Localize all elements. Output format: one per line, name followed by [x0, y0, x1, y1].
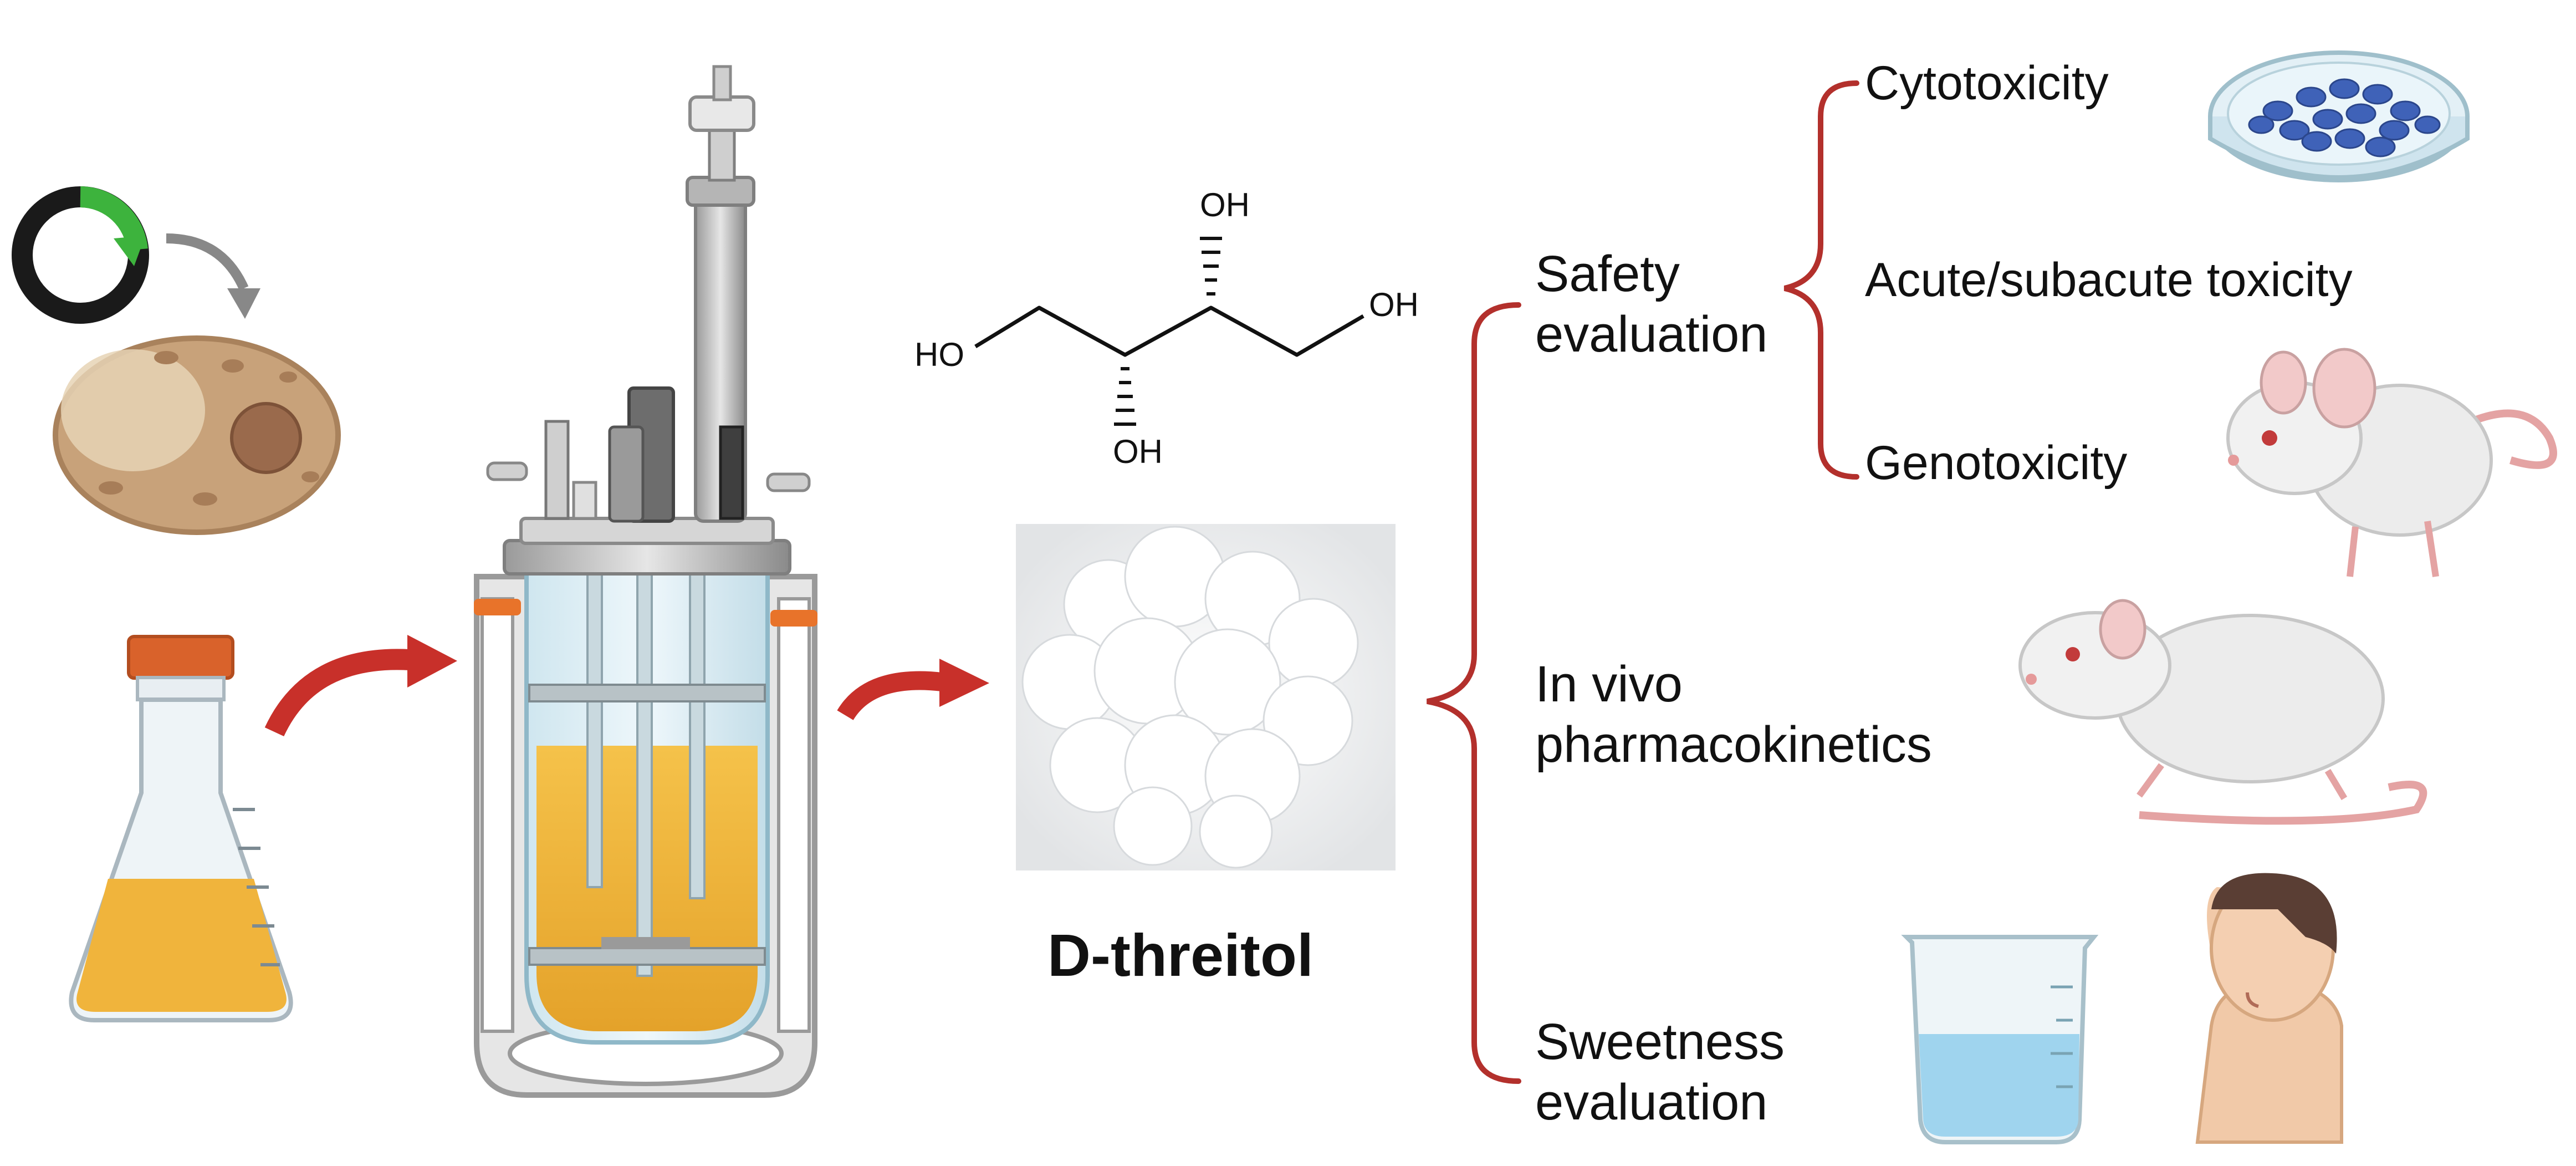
- grey-arrow-icon: [166, 233, 260, 319]
- culture-flask-icon: [69, 635, 293, 1022]
- mouse-icon: [2226, 348, 2557, 577]
- bioreactor-icon: [474, 65, 817, 1098]
- d-threitol-structure: [974, 237, 1364, 426]
- human-taster-icon: [2195, 873, 2343, 1144]
- plasmid-icon: [12, 186, 149, 324]
- structure-oh-right: OH: [1369, 286, 1419, 323]
- pk-label-line-2: pharmacokinetics: [1535, 716, 1932, 773]
- safety-label-line-1: Safety: [1535, 246, 1680, 302]
- genotoxicity-label: Genotoxicity: [1865, 436, 2128, 490]
- structure-oh-top: OH: [1200, 186, 1250, 223]
- yeast-cell-icon: [53, 335, 341, 535]
- rat-icon: [2018, 599, 2427, 825]
- petri-dish-icon: [2208, 50, 2470, 182]
- structure-oh-bottom: OH: [1113, 433, 1163, 470]
- main-brace: [1427, 302, 1521, 1084]
- acute-subacute-toxicity-label: Acute/subacute toxicity: [1865, 253, 2353, 307]
- safety-evaluation-label: Safety evaluation: [1535, 244, 1767, 364]
- cytotoxicity-label: Cytotoxicity: [1865, 57, 2109, 110]
- beaker-icon: [1901, 935, 2099, 1144]
- safety-sub-brace: [1783, 80, 1859, 480]
- product-name: D-threitol: [1047, 921, 1313, 989]
- red-arrow-icon: [264, 635, 457, 737]
- sweetness-evaluation-label: Sweetness evaluation: [1535, 1012, 1785, 1132]
- red-arrow-icon: [837, 659, 989, 721]
- pk-label-line-1: In vivo: [1535, 656, 1683, 712]
- pharmacokinetics-label: In vivo pharmacokinetics: [1535, 654, 1932, 775]
- sweetness-label-line-1: Sweetness: [1535, 1014, 1785, 1070]
- structure-ho-left: HO: [914, 336, 964, 373]
- crystal-powder-photo: [1016, 524, 1396, 870]
- safety-label-line-2: evaluation: [1535, 305, 1768, 363]
- sweetness-label-line-2: evaluation: [1535, 1073, 1768, 1131]
